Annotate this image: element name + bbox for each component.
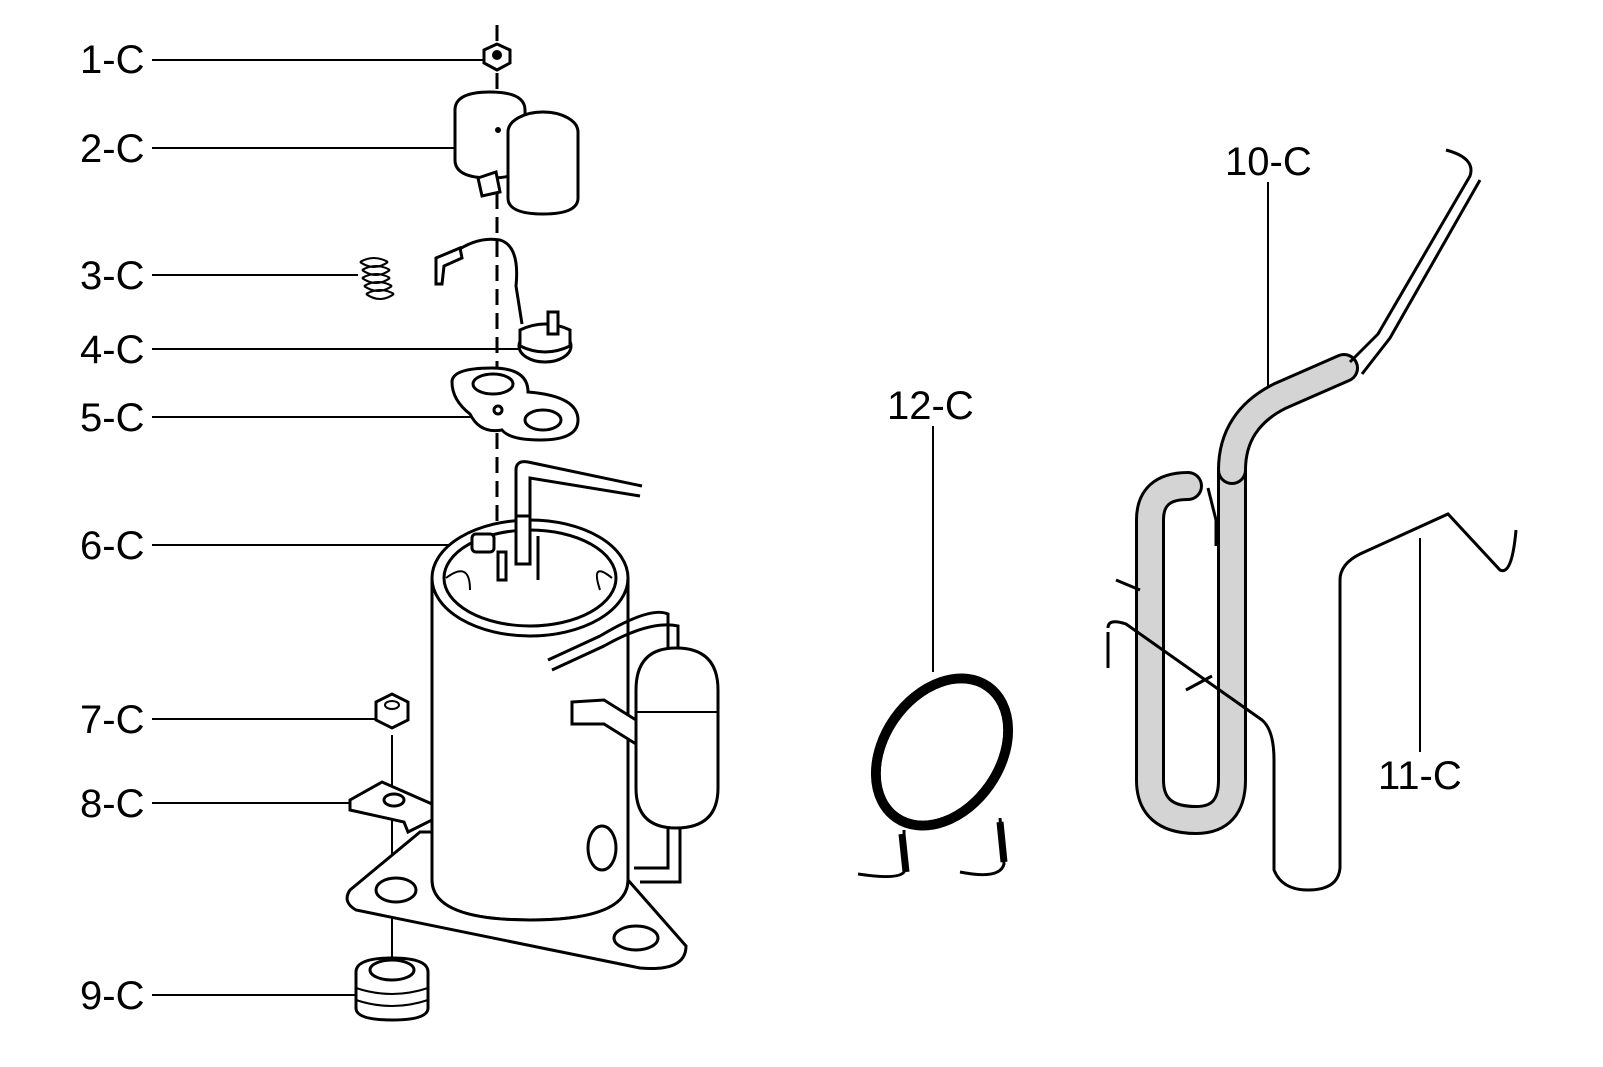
label-5-c: 5-C: [80, 396, 145, 440]
label-9-c: 9-C: [80, 974, 145, 1018]
part-4-c-overload-protector: [434, 237, 573, 364]
part-10-c-suction-pipe: [1115, 148, 1482, 836]
accumulator: [547, 610, 720, 884]
label-4-c: 4-C: [80, 328, 145, 372]
part-2-c-terminal-cover: [453, 90, 580, 216]
part-1-c-nut: [482, 42, 512, 72]
discharge-pipe-inner: [528, 476, 641, 520]
part-3-c-spring: [359, 257, 395, 300]
part-8-c-bracket: [348, 780, 434, 835]
label-6-c: 6-C: [80, 524, 145, 568]
label-7-c: 7-C: [80, 698, 145, 742]
label-11-c: 11-C: [1378, 754, 1462, 798]
leader-lines: [152, 59, 1421, 996]
part-5-c-gasket: [450, 366, 580, 442]
part-7-c-nut: [374, 692, 410, 730]
label-1-c: 1-C: [80, 38, 145, 82]
label-10-c: 10-C: [1225, 140, 1312, 184]
label-8-c: 8-C: [80, 782, 145, 826]
discharge-pipe-outer: [514, 460, 643, 520]
part-12-c-capillary-coil: [857, 673, 1014, 879]
label-2-c: 2-C: [80, 127, 145, 171]
label-3-c: 3-C: [80, 254, 145, 298]
part-6-c-terminal: [470, 532, 496, 554]
part-9-c-grommet: [354, 956, 430, 1022]
base-plate: [345, 830, 688, 971]
part-11-c-pipe: [1106, 512, 1518, 892]
label-12-c: 12-C: [887, 384, 974, 428]
